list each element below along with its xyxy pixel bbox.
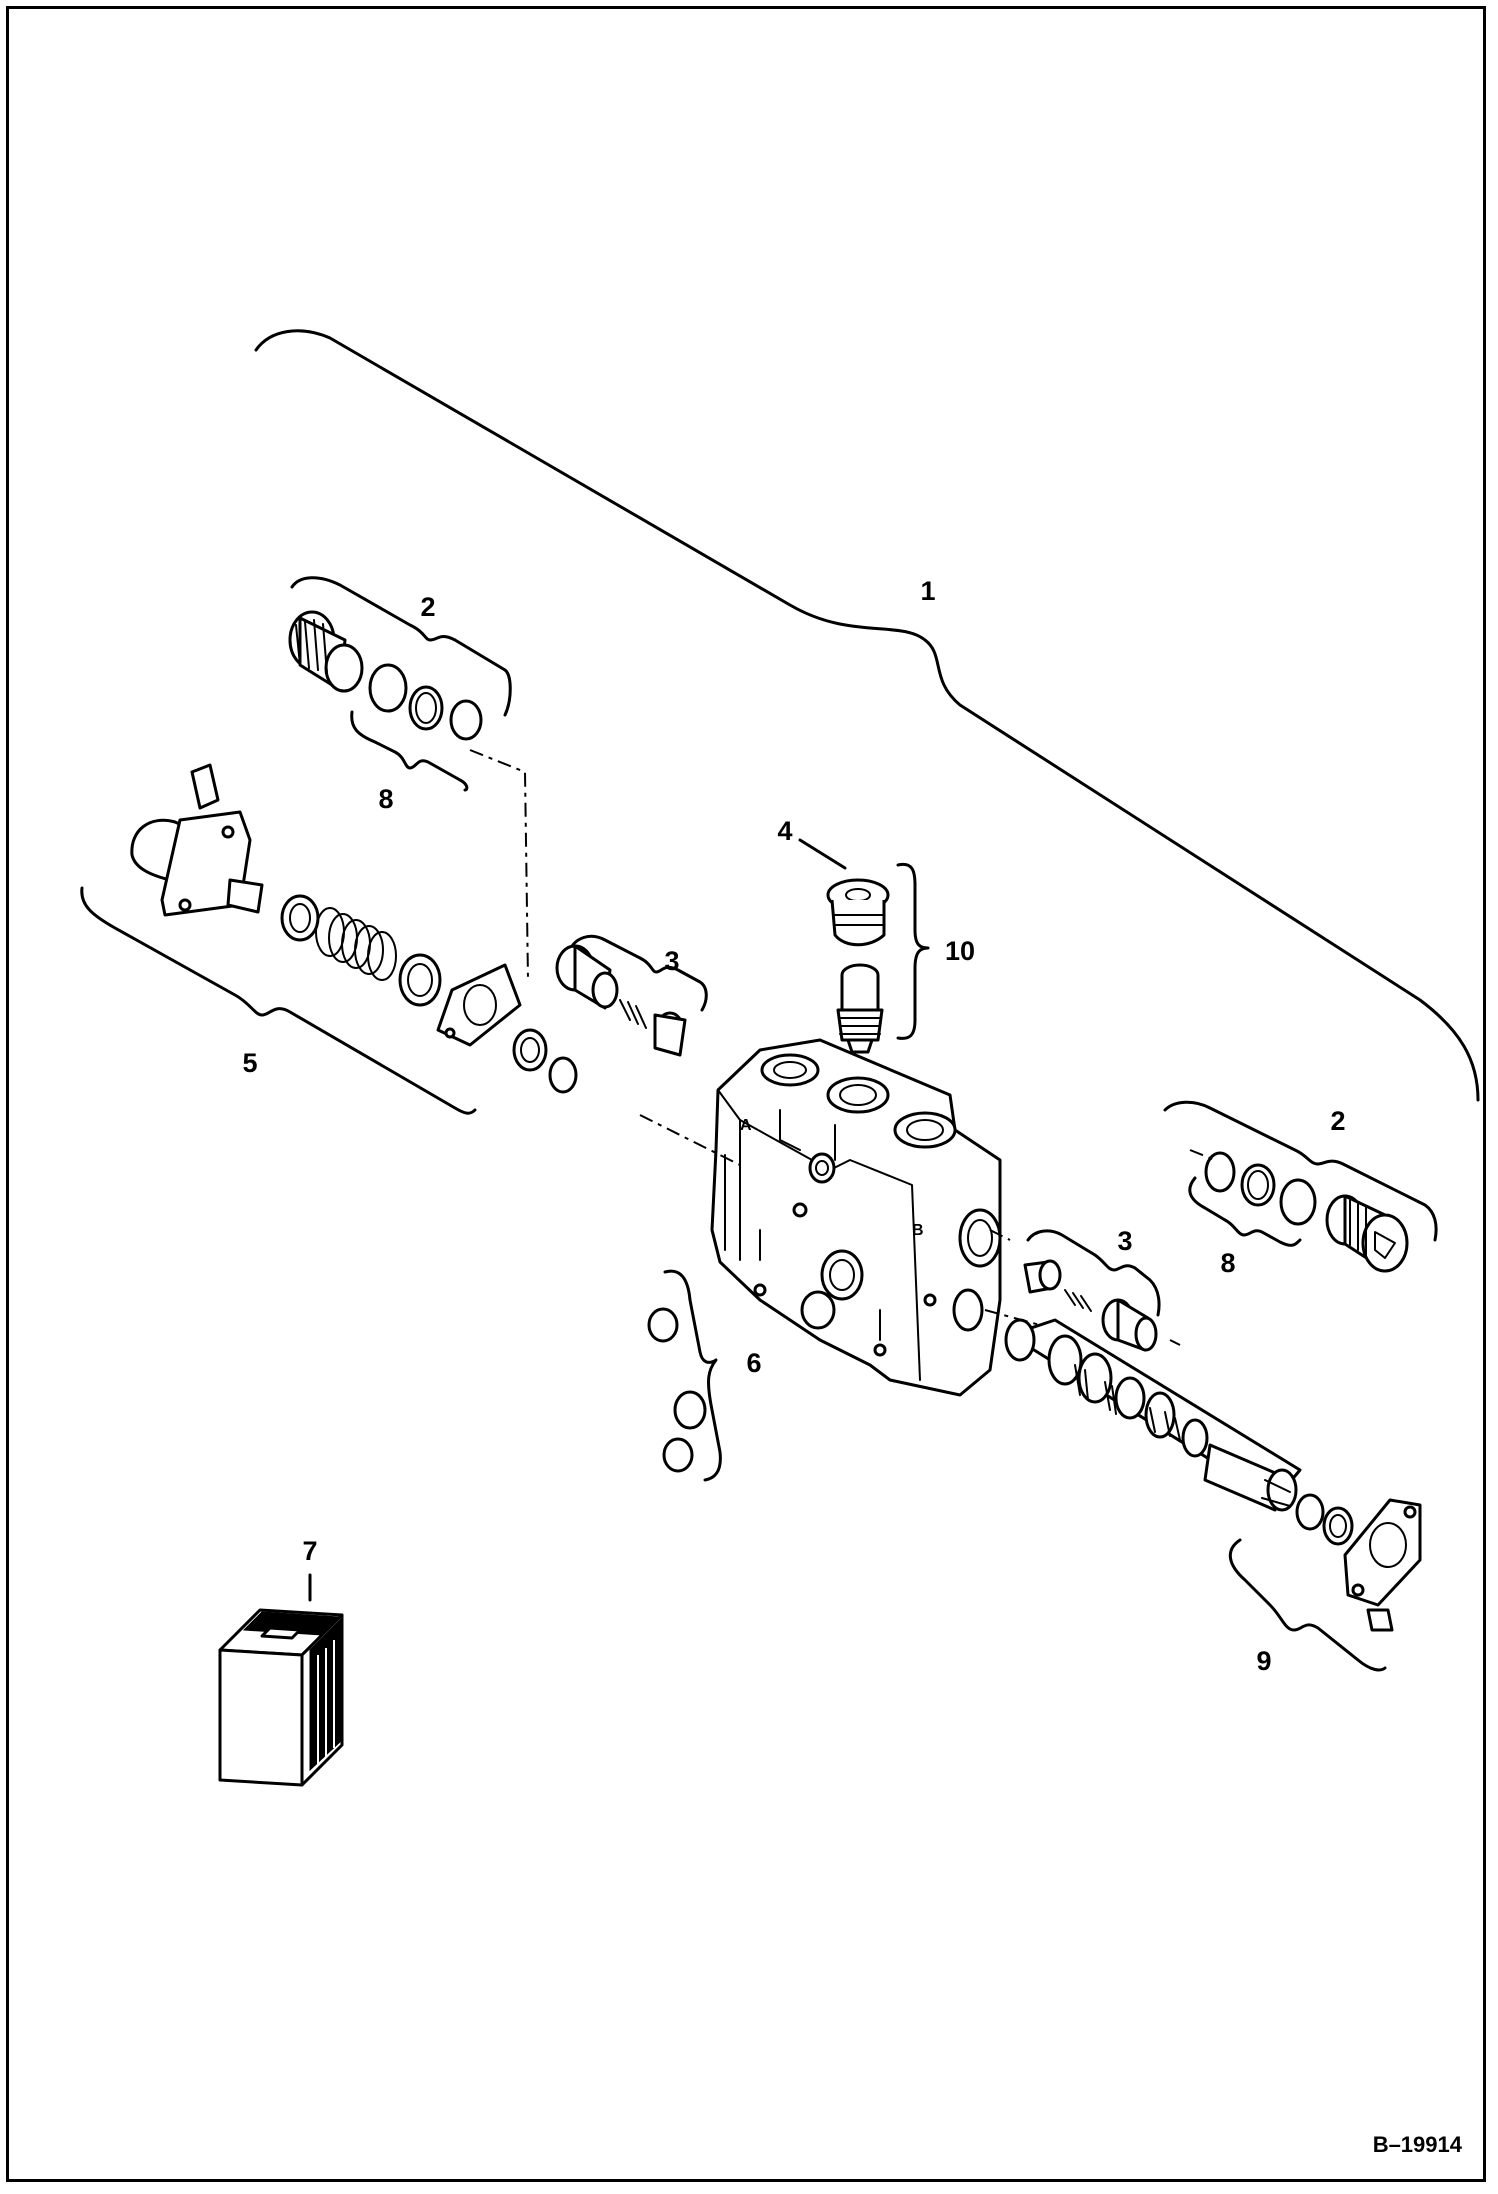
o-ring-6b	[673, 1390, 707, 1430]
backup-ring-right	[1240, 1163, 1276, 1207]
callout-2-right: 2	[1330, 1106, 1345, 1136]
o-ring-right-1	[1204, 1151, 1236, 1193]
callout-5: 5	[242, 1048, 257, 1078]
callout-2-upper-left: 2	[420, 592, 435, 622]
callout-9: 9	[1256, 1646, 1271, 1676]
relief-cartridge-item-10	[836, 963, 884, 1054]
o-ring-upper-left-2	[449, 699, 483, 741]
callout-4: 4	[777, 816, 792, 846]
centerline-right-bore	[989, 1229, 1011, 1241]
centerline-spool	[984, 1309, 1041, 1326]
svg-text:A: A	[740, 1117, 752, 1134]
end-plug-right	[1325, 1194, 1409, 1273]
bracket-8-right	[1188, 1176, 1302, 1247]
seal-left-1	[512, 1028, 548, 1072]
bracket-2-upper-left	[290, 576, 512, 717]
valve-section-body: A B	[710, 1038, 1002, 1397]
spool-assembly	[1004, 1318, 1302, 1512]
bracket-9	[1229, 1538, 1387, 1672]
callout-10: 10	[945, 936, 975, 966]
bracket-3-right	[1026, 1229, 1161, 1317]
callout-8-upper-left: 8	[378, 784, 393, 814]
centerline-right-check	[1169, 1339, 1181, 1346]
figure-reference-number: B–19914	[1373, 2132, 1463, 2157]
callout-1: 1	[920, 576, 935, 606]
centerline-upper-left	[469, 749, 529, 981]
centerline-left-bore	[639, 1114, 741, 1166]
svg-text:B: B	[912, 1222, 924, 1239]
backup-ring-upper-left	[408, 685, 444, 731]
bracket-8-upper-left	[350, 710, 469, 792]
callout-8-right: 8	[1220, 1248, 1235, 1278]
check-poppet-right	[1023, 1259, 1158, 1352]
o-ring-6a	[647, 1307, 679, 1343]
check-poppet-left	[555, 944, 687, 1057]
o-ring-right-2	[1279, 1178, 1317, 1226]
bracket-1	[254, 329, 1480, 1102]
bracket-3-left	[568, 934, 708, 1012]
bracket-6	[663, 1269, 722, 1482]
spool-seal-2	[1322, 1506, 1354, 1546]
o-ring-6c	[662, 1437, 694, 1473]
bracket-10	[896, 862, 930, 1040]
spool-end-cap-flange	[1343, 1498, 1422, 1632]
spring-cap-assembly	[130, 763, 522, 1047]
leader-4	[798, 838, 847, 870]
callout-3-left: 3	[664, 946, 679, 976]
seal-kit-box	[218, 1608, 344, 1787]
bracket-2-right	[1163, 1100, 1438, 1242]
o-ring-upper-left-1	[368, 663, 408, 713]
spool-seal-1	[1295, 1493, 1325, 1531]
plug-item-4	[826, 878, 890, 947]
callout-3-right: 3	[1117, 1226, 1132, 1256]
end-plug-upper-left	[288, 610, 364, 693]
callout-6: 6	[746, 1348, 761, 1378]
seal-left-2	[548, 1056, 578, 1094]
page-border	[6, 6, 1486, 2182]
bracket-5	[80, 886, 477, 1115]
callout-7: 7	[302, 1536, 317, 1566]
